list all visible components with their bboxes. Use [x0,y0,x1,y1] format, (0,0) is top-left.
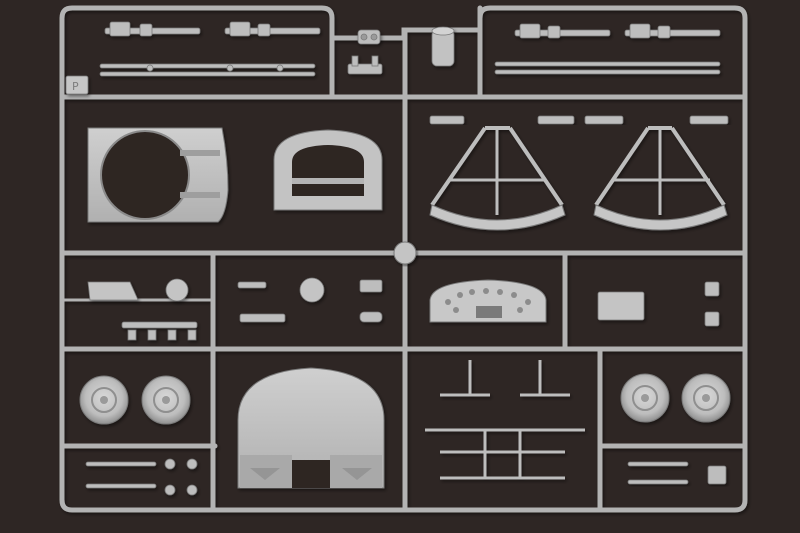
rod-frame [425,360,585,480]
row3-parts [87,277,720,341]
sprue-letter: P [72,80,79,93]
outer-runner [59,5,748,513]
a-frame-2 [593,126,728,231]
sprue-hub [393,241,417,265]
wheels-left [79,375,191,425]
top-left-parts [65,21,321,95]
bottom-right-small-parts [627,461,727,485]
wheels-right [620,373,731,423]
instrument-dials [445,288,531,318]
large-arched-panel [237,367,385,489]
arch-frame [273,129,383,211]
box-part [597,291,645,321]
rod-2 [99,71,316,77]
top-center-parts [347,26,455,75]
small-brackets-row1 [429,115,729,125]
top-right-parts [494,23,721,75]
bottom-left-small-parts [85,458,198,496]
turret-plate [87,127,229,223]
instrument-panel [429,279,547,323]
rod-1 [99,63,316,69]
a-frame-1 [429,126,566,231]
sprue-letter-tag [65,75,89,95]
